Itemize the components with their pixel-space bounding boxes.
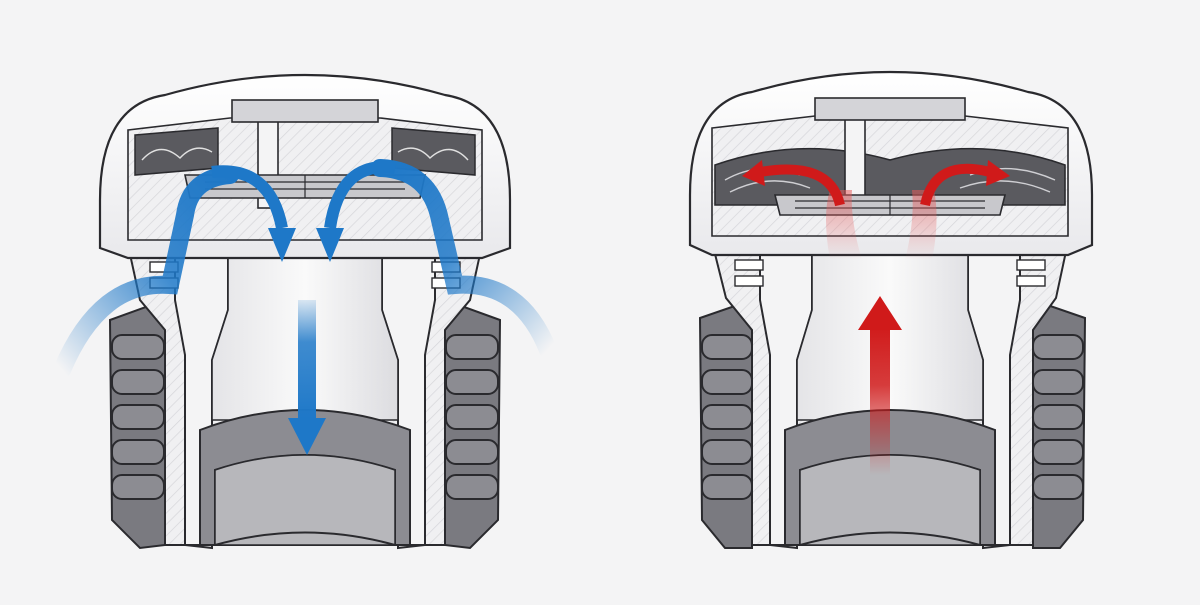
threaded-socket: [698, 298, 1087, 549]
down-arrow-icon: [316, 228, 344, 262]
membrane-rings: [134, 127, 476, 176]
up-arrow-icon: [858, 296, 902, 330]
curved-arrow-icon: [759, 164, 845, 207]
curved-arrow-icon: [53, 166, 239, 379]
valve-open: [53, 73, 557, 550]
valve-closed: [688, 70, 1094, 550]
threaded-socket: [108, 298, 502, 550]
pressure-up-arrows: [742, 160, 1010, 475]
curved-arrow-icon: [324, 161, 396, 229]
valve-disc: [773, 194, 1007, 216]
curved-arrow-icon: [371, 159, 557, 359]
curved-arrow-icon: [920, 163, 992, 207]
airflow-in-arrows: [53, 159, 557, 455]
down-arrow-icon: [268, 228, 296, 262]
up-flow-shaft: [870, 325, 890, 475]
down-arrow-icon: [288, 418, 326, 455]
down-flow-shaft: [298, 300, 316, 420]
membrane-rings: [714, 147, 1066, 206]
curved-arrow-icon: [211, 165, 288, 230]
